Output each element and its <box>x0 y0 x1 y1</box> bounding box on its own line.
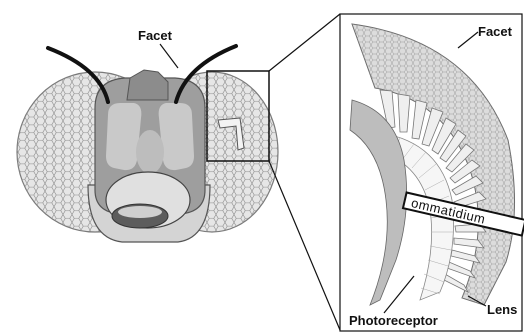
facet-label-detail: Facet <box>478 24 513 39</box>
zoom-line-top <box>269 14 340 71</box>
eye-detail-panel: ommatidium Facet Lens Photoreceptor <box>340 14 524 331</box>
fly-head: Facet <box>17 28 278 242</box>
face-marking-left <box>106 103 141 170</box>
facet-pointer-line <box>160 44 178 68</box>
zoom-line-bottom <box>269 161 340 330</box>
facet-label-head: Facet <box>138 28 173 43</box>
ocellar-bump <box>127 70 168 100</box>
face-marking-right <box>159 103 194 170</box>
photoreceptor-label: Photoreceptor <box>349 313 438 328</box>
lens-label: Lens <box>487 302 517 317</box>
face-marking-center <box>136 130 164 174</box>
